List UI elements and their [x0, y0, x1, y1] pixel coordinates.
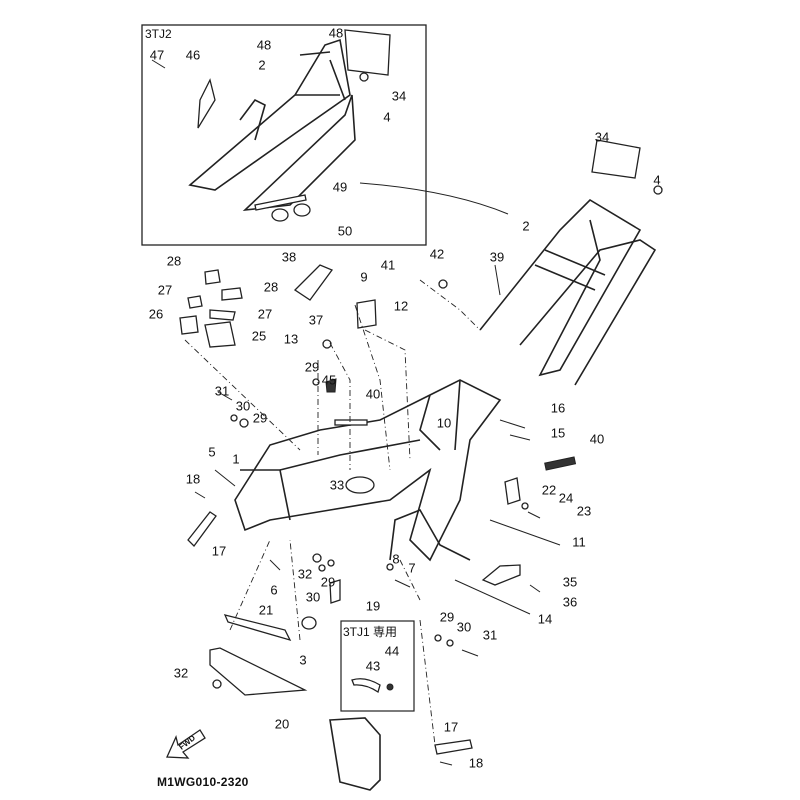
callout-10: 10 — [436, 415, 452, 431]
callout-19: 19 — [365, 598, 381, 614]
callout-29: 29 — [320, 574, 336, 590]
callout-41: 41 — [380, 257, 396, 273]
callout-46: 46 — [185, 47, 201, 63]
callout-42: 42 — [429, 246, 445, 262]
callout-35: 35 — [562, 574, 578, 590]
main-frame — [234, 379, 577, 562]
callout-4: 4 — [653, 172, 661, 188]
callout-28: 28 — [263, 279, 279, 295]
small-parts — [179, 264, 561, 791]
leader-lines — [184, 279, 481, 746]
callout-29: 29 — [252, 410, 268, 426]
callout-31: 31 — [214, 383, 230, 399]
callout-34: 34 — [391, 88, 407, 104]
callout-9: 9 — [360, 269, 368, 285]
callout-7: 7 — [408, 560, 416, 576]
callout-37: 37 — [308, 312, 324, 328]
callout-26: 26 — [148, 306, 164, 322]
callout-32: 32 — [173, 665, 189, 681]
callout-14: 14 — [537, 611, 553, 627]
callout-48: 48 — [328, 25, 344, 41]
callout-17: 17 — [443, 719, 459, 735]
callout-2: 2 — [258, 57, 266, 73]
callout-33: 33 — [329, 477, 345, 493]
callout-5: 5 — [208, 444, 216, 460]
callout-11: 11 — [572, 534, 586, 550]
callout-40: 40 — [365, 386, 381, 402]
callout-17: 17 — [211, 543, 227, 559]
fwd-arrow-icon — [166, 729, 206, 759]
callout-27: 27 — [157, 282, 173, 298]
callout-36: 36 — [562, 594, 578, 610]
callout-15: 15 — [550, 425, 566, 441]
callout-13: 13 — [283, 331, 299, 347]
callout-32: 32 — [297, 566, 313, 582]
callout-31: 31 — [482, 627, 498, 643]
callout-3: 3 — [299, 652, 307, 668]
callout-47: 47 — [149, 47, 165, 63]
callout-16: 16 — [550, 400, 566, 416]
inset-3tj1-frame — [340, 620, 415, 712]
callout-34: 34 — [594, 129, 610, 145]
callout-48: 48 — [256, 37, 272, 53]
callout-20: 20 — [274, 716, 290, 732]
callout-28: 28 — [166, 253, 182, 269]
callout-25: 25 — [251, 328, 267, 344]
callout-12: 12 — [393, 298, 409, 314]
callout-30: 30 — [456, 619, 472, 635]
callout-38: 38 — [281, 249, 297, 265]
callout-2: 2 — [522, 218, 530, 234]
inset-leader-curve — [359, 182, 509, 215]
inset-3tj1-title: 3TJ1 専用 — [343, 625, 398, 639]
rear-subframe — [438, 139, 663, 386]
callout-40: 40 — [589, 431, 605, 447]
callout-49: 49 — [332, 179, 348, 195]
callout-45: 45 — [321, 372, 337, 388]
diagram-code: M1WG010-2320 — [157, 775, 249, 789]
rear-subframe-3tj2 — [151, 29, 391, 222]
callout-23: 23 — [576, 503, 592, 519]
callout-30: 30 — [305, 589, 321, 605]
callout-6: 6 — [270, 582, 278, 598]
inset-3tj2-title: 3TJ2 — [145, 27, 172, 41]
callout-18: 18 — [185, 471, 201, 487]
callout-1: 1 — [232, 451, 240, 467]
callout-50: 50 — [337, 223, 353, 239]
callout-27: 27 — [257, 306, 273, 322]
callout-24: 24 — [558, 490, 574, 506]
callout-8: 8 — [392, 551, 400, 567]
callout-4: 4 — [383, 109, 391, 125]
callout-44: 44 — [384, 643, 400, 659]
callout-30: 30 — [235, 398, 251, 414]
callout-39: 39 — [489, 249, 505, 265]
callout-43: 43 — [365, 658, 381, 674]
callout-21: 21 — [258, 602, 274, 618]
inset-3tj2-frame — [141, 24, 427, 246]
callout-18: 18 — [468, 755, 484, 771]
callout-29: 29 — [304, 359, 320, 375]
callout-29: 29 — [439, 609, 455, 625]
callout-22: 22 — [541, 482, 557, 498]
